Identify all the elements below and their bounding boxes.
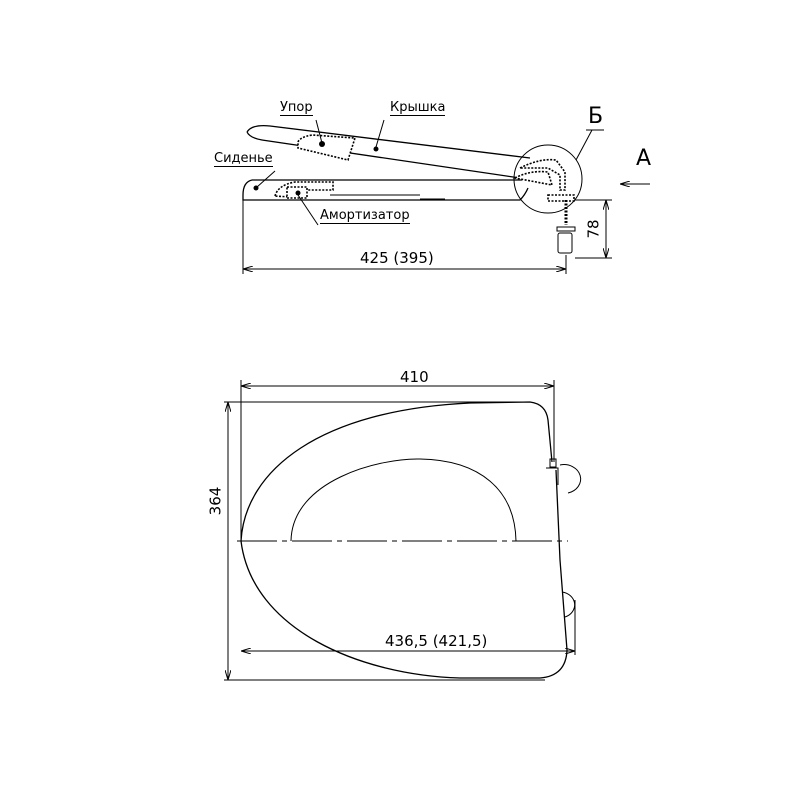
seat-hole	[290, 458, 517, 542]
dim-total-length-text: 436,5 (421,5)	[385, 632, 488, 650]
hinge-anchor	[557, 232, 573, 254]
label-stop: Упор	[280, 100, 313, 116]
dim-length-text: 425 (395)	[360, 249, 434, 267]
lid-dot	[373, 146, 379, 152]
dim-width-text: 410	[400, 368, 429, 386]
damper-dot	[295, 190, 301, 196]
seat-outline-top	[240, 401, 568, 679]
label-seat: Сиденье	[214, 151, 273, 167]
hinge-nut	[556, 226, 576, 232]
side-view	[242, 119, 650, 274]
hinge-base	[547, 194, 575, 202]
label-lid: Крышка	[390, 100, 446, 116]
detail-b-label: Б	[588, 104, 604, 129]
hinge-knob-upper	[559, 464, 582, 494]
stop-dot	[319, 141, 325, 147]
seat-outline	[242, 179, 529, 201]
hinge-seat-arm	[512, 170, 554, 187]
detail-b-circle	[513, 144, 583, 214]
top-view	[224, 380, 582, 681]
lid-outline	[246, 124, 531, 179]
hinge-block-top	[549, 458, 557, 468]
view-a-label: А	[636, 146, 652, 171]
lid-insert	[297, 134, 357, 161]
dim-depth-text: 364	[206, 486, 225, 516]
hinge-lid-arm	[519, 158, 566, 191]
label-damper: Амортизатор	[320, 208, 410, 224]
dim-hinge-height-text: 78	[584, 219, 603, 239]
